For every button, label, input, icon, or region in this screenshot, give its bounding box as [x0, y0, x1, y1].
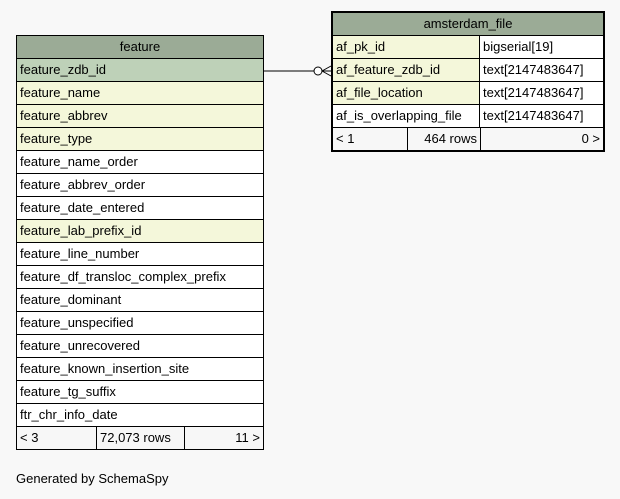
feature-column-row[interactable]: feature_name_order [17, 151, 263, 174]
feature-column-row[interactable]: feature_abbrev [17, 105, 263, 128]
feature-column-row[interactable]: feature_tg_suffix [17, 381, 263, 404]
feature-children-link[interactable]: 11 > [235, 430, 260, 445]
feature-column-row[interactable]: feature_zdb_id [17, 59, 263, 82]
feature-table-footer: < 3 72,073 rows 11 > [17, 427, 263, 449]
column-type: text[2147483647] [480, 105, 603, 127]
column-type: bigserial[19] [480, 36, 603, 58]
feature-parents-link[interactable]: < 3 [17, 427, 97, 449]
relationship-crowfoot-top [321, 65, 332, 72]
column-type: text[2147483647] [480, 59, 603, 81]
generated-by-note: Generated by SchemaSpy [16, 471, 169, 486]
feature-column-row[interactable]: ftr_chr_info_date [17, 404, 263, 427]
feature-column-row[interactable]: feature_unspecified [17, 312, 263, 335]
feature-column-row[interactable]: feature_date_entered [17, 197, 263, 220]
column-name: af_file_location [333, 82, 480, 104]
relationship-crowfoot-bottom [321, 70, 332, 77]
column-name: af_feature_zdb_id [333, 59, 480, 81]
feature-column-row[interactable]: feature_df_transloc_complex_prefix [17, 266, 263, 289]
feature-row-count: 72,073 rows [97, 427, 185, 449]
feature-table-title[interactable]: feature [17, 36, 263, 59]
feature-column-row[interactable]: feature_dominant [17, 289, 263, 312]
relationship-optional-marker [313, 66, 323, 76]
amsterdam-file-parents-link[interactable]: < 1 [333, 128, 408, 150]
feature-column-row[interactable]: feature_abbrev_order [17, 174, 263, 197]
amsterdam-file-children-link[interactable]: 0 > [581, 131, 600, 146]
amsterdam-file-table-footer: < 1 464 rows 0 > [333, 128, 603, 150]
feature-column-row[interactable]: feature_name [17, 82, 263, 105]
feature-column-row[interactable]: feature_line_number [17, 243, 263, 266]
feature-column-row[interactable]: feature_known_insertion_site [17, 358, 263, 381]
column-type: text[2147483647] [480, 82, 603, 104]
feature-column-row[interactable]: feature_lab_prefix_id [17, 220, 263, 243]
column-name: af_pk_id [333, 36, 480, 58]
amsterdam-file-row-count: 464 rows [408, 128, 481, 150]
amsterdam-file-table-title[interactable]: amsterdam_file [333, 13, 603, 36]
column-name: af_is_overlapping_file [333, 105, 480, 127]
feature-column-row[interactable]: feature_type [17, 128, 263, 151]
feature-column-row[interactable]: feature_unrecovered [17, 335, 263, 358]
